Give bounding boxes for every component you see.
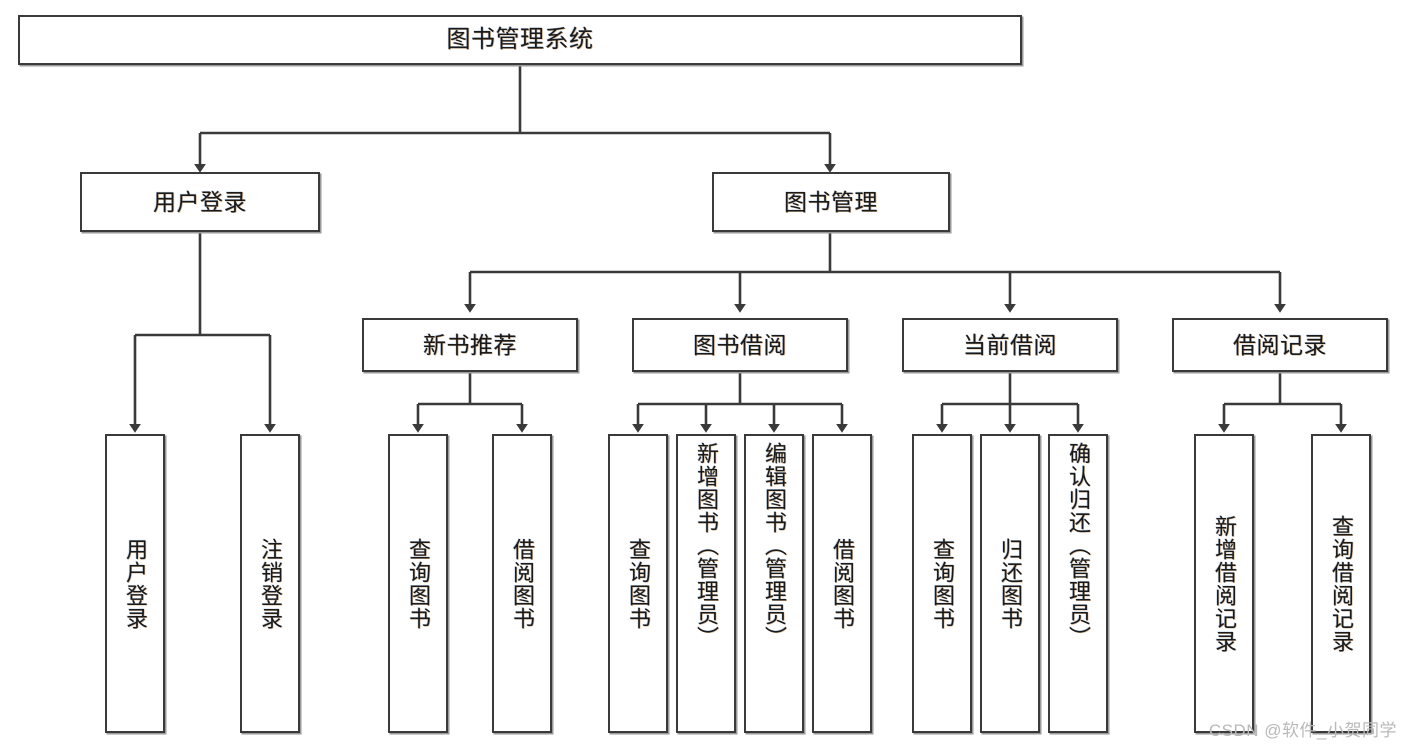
node-leaf-confirm-return-admin[interactable]: 确认归还（管理员） xyxy=(1048,434,1108,733)
node-label: 用户登录 xyxy=(122,537,148,630)
node-leaf-query-book-current[interactable]: 查询图书 xyxy=(912,434,972,733)
node-label: 图书管理系统 xyxy=(446,26,594,54)
node-leaf-borrow-book-newbook[interactable]: 借阅图书 xyxy=(492,434,552,733)
node-label: 编辑图书（管理员） xyxy=(761,442,787,649)
csdn-watermark: CSDN @软件_小贺同学 xyxy=(1208,721,1397,740)
node-leaf-add-borrow-record[interactable]: 新增借阅记录 xyxy=(1194,434,1254,733)
node-leaf-return-book[interactable]: 归还图书 xyxy=(980,434,1040,733)
node-label: 借阅图书 xyxy=(509,537,535,630)
node-user-login[interactable]: 用户登录 xyxy=(80,172,320,232)
node-label: 借阅记录 xyxy=(1233,331,1327,358)
node-label: 查询图书 xyxy=(405,537,431,630)
node-label: 当前借阅 xyxy=(963,331,1057,358)
node-leaf-add-book-admin[interactable]: 新增图书（管理员） xyxy=(676,434,736,733)
node-label: 查询借阅记录 xyxy=(1328,514,1354,653)
node-book-management[interactable]: 图书管理 xyxy=(712,172,950,232)
node-label: 确认归还（管理员） xyxy=(1065,442,1091,649)
node-leaf-borrow-book[interactable]: 借阅图书 xyxy=(812,434,872,733)
node-label: 归还图书 xyxy=(997,537,1023,630)
node-leaf-query-book-borrow[interactable]: 查询图书 xyxy=(608,434,668,733)
node-label: 图书借阅 xyxy=(693,331,787,358)
node-label: 查询图书 xyxy=(929,537,955,630)
node-new-book-recommendation[interactable]: 新书推荐 xyxy=(362,318,578,372)
node-leaf-logout[interactable]: 注销登录 xyxy=(240,434,300,733)
node-label: 图书管理 xyxy=(784,188,878,215)
node-label: 新增图书（管理员） xyxy=(693,442,719,649)
node-label: 用户登录 xyxy=(153,188,247,215)
node-root-library-management-system[interactable]: 图书管理系统 xyxy=(18,15,1022,65)
node-book-borrowing[interactable]: 图书借阅 xyxy=(632,318,848,372)
node-label: 注销登录 xyxy=(257,537,283,630)
node-label: 新书推荐 xyxy=(423,331,517,358)
node-leaf-user-login[interactable]: 用户登录 xyxy=(105,434,165,733)
node-leaf-query-borrow-record[interactable]: 查询借阅记录 xyxy=(1311,434,1371,733)
node-current-borrowing[interactable]: 当前借阅 xyxy=(902,318,1118,372)
node-label: 借阅图书 xyxy=(829,537,855,630)
node-leaf-edit-book-admin[interactable]: 编辑图书（管理员） xyxy=(744,434,804,733)
node-borrowing-record[interactable]: 借阅记录 xyxy=(1172,318,1388,372)
node-leaf-query-book-newbook[interactable]: 查询图书 xyxy=(388,434,448,733)
node-label: 查询图书 xyxy=(625,537,651,630)
node-label: 新增借阅记录 xyxy=(1211,514,1237,653)
